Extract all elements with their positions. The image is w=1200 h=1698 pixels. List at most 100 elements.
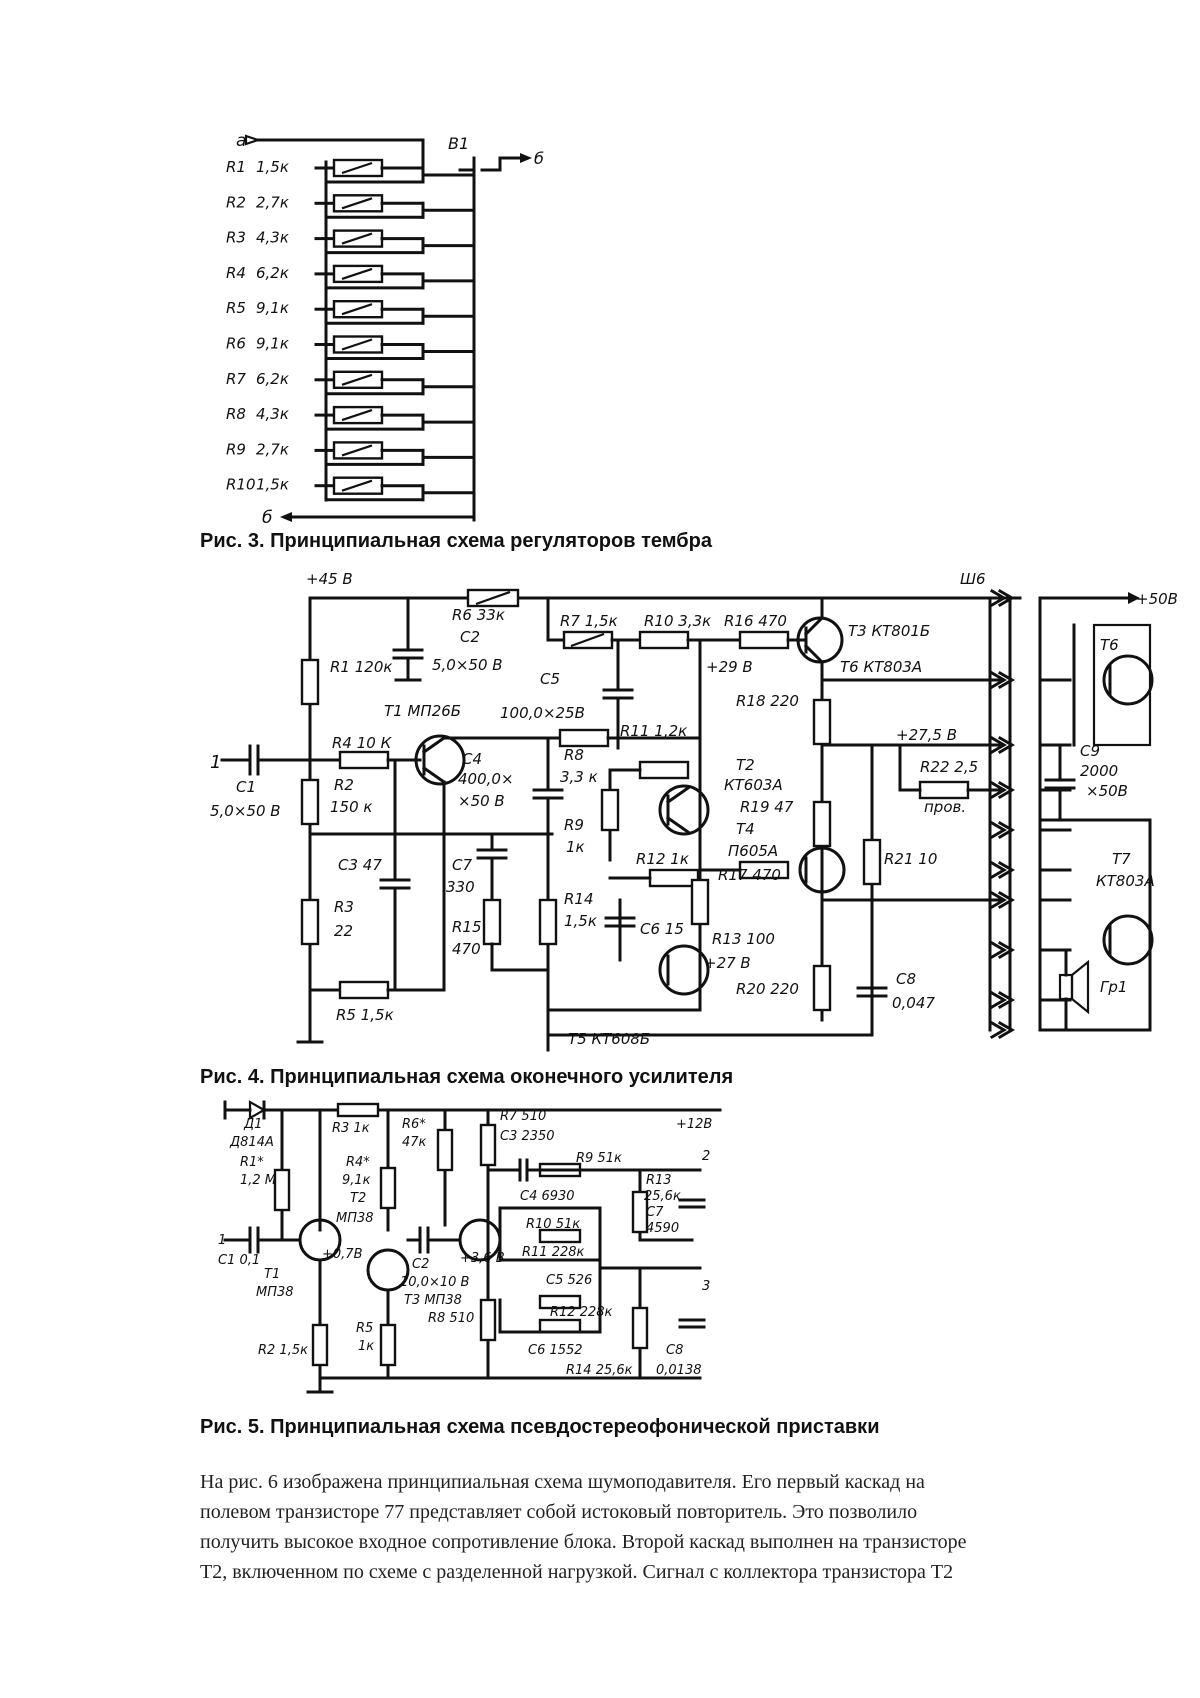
fig5-label-c2a: С2 — [412, 1257, 429, 1272]
fig5-label-t1b: МП38 — [256, 1285, 294, 1300]
resistor-value: 9,1к — [256, 335, 289, 353]
fig5-label-t1a: Т1 — [264, 1267, 280, 1282]
body-paragraph: На рис. 6 изображена принципиальная схем… — [200, 1467, 1110, 1587]
fig4-label-r5: R5 1,5к — [336, 1006, 394, 1024]
fig5-label-out2: 2 — [702, 1149, 710, 1164]
paragraph-line: полевом транзисторе 77 представляет собо… — [200, 1501, 918, 1523]
fig5-label-r4a: R4* — [346, 1155, 370, 1170]
resistor-ref: R3 — [226, 229, 246, 247]
figure-4-power-amplifier-schematic: 1 — [210, 570, 1178, 1052]
fig4-label-t1: Т1 МП26Б — [384, 702, 461, 720]
figure-3-caption: Рис. 3. Принципиальная схема регуляторов… — [200, 530, 712, 552]
fig5-label-c1: С1 0,1 — [218, 1253, 260, 1268]
paragraph-line: На рис. 6 изображена принципиальная схем… — [200, 1471, 925, 1493]
fig5-label-r13a: R13 — [646, 1173, 672, 1188]
fig4-label-r13: R13 100 — [712, 930, 775, 948]
fig4-label-r14a: R14 — [564, 890, 594, 908]
fig5-label-r14: R14 25,6к — [566, 1363, 633, 1378]
fig4-label-c2a: С2 — [460, 628, 480, 646]
fig5-label-d1a: Д1 — [243, 1117, 262, 1132]
connector-pin-icon — [989, 670, 1072, 690]
fig4-label-t6_box: Т6 — [1100, 636, 1119, 654]
fig4-label-r3a: R3 — [334, 898, 354, 916]
fig4-label-v275: +27,5 В — [896, 726, 957, 744]
fig4-label-t2a: Т2 — [736, 756, 755, 774]
fig5-label-c7a: С7 — [646, 1205, 664, 1220]
fig4-label-r8b: 3,3 к — [560, 768, 598, 786]
fig5-label-t3: Т3 МП38 — [404, 1293, 462, 1308]
fig5-label-t2b: МП38 — [336, 1211, 374, 1226]
fig4-label-c4c: ×50 В — [458, 792, 505, 810]
fig3-resistor-row: R4 6,2к — [226, 264, 476, 290]
fig4-label-t7b: КТ803А — [1096, 872, 1155, 890]
fig4-label-r15b: 470 — [452, 940, 481, 958]
figure-5-caption: Рис. 5. Принципиальная схема псевдостере… — [200, 1416, 880, 1438]
resistor-ref: R9 — [226, 440, 246, 458]
resistor-ref: R5 — [226, 299, 246, 317]
resistor-value: 2,7к — [256, 440, 289, 458]
fig5-label-c6: С6 1552 — [528, 1343, 583, 1358]
fig4-label-t7a: Т7 — [1112, 850, 1131, 868]
fig4-label-c9: С9 — [1080, 742, 1100, 760]
fig4-label-r9b: 1к — [566, 838, 585, 856]
fig5-label-c3: С3 2350 — [500, 1129, 555, 1144]
fig3-node-bottom: б — [262, 508, 272, 528]
fig4-label-c7a: С7 — [452, 856, 472, 874]
fig3-resistor-row: R5 9,1к — [226, 299, 476, 325]
fig5-label-r5b: 1к — [358, 1339, 374, 1354]
resistor-ref: R8 — [226, 405, 246, 423]
fig5-label-c7b: 4590 — [646, 1221, 679, 1236]
connector-pin-icon — [989, 820, 1072, 840]
fig5-label-r1a: R1* — [240, 1155, 264, 1170]
fig5-label-c8a: С8 — [666, 1343, 683, 1358]
fig4-label-r1: R1 120к — [330, 658, 392, 676]
fig5-label-c2b: 10,0×10 В — [400, 1275, 470, 1290]
fig4-label-t5: Т5 КТ608Б — [568, 1030, 650, 1048]
fig4-label-r2a: R2 — [334, 776, 354, 794]
fig4-label-t6: Т6 КТ803А — [840, 658, 922, 676]
fig4-label-r3b: 22 — [334, 922, 353, 940]
fig4-label-c4a: С4 — [462, 750, 482, 768]
resistor-ref: R4 — [226, 264, 246, 282]
fig5-label-r10: R10 51к — [526, 1217, 580, 1232]
fig4-label-v27: +27 В — [704, 954, 751, 972]
resistor-value: 6,2к — [256, 370, 289, 388]
fig4-label-r9a: R9 — [564, 816, 584, 834]
fig4-label-r12: R12 1к — [636, 850, 689, 868]
fig4-label-c9v2: ×50В — [1086, 782, 1128, 800]
resistor-value: 2,7к — [256, 193, 289, 211]
fig4-label-supply45: +45 В — [306, 570, 353, 588]
fig4-label-r8a: R8 — [564, 746, 584, 764]
fig4-label-r15a: R15 — [452, 918, 482, 936]
fig4-label-r21: R21 10 — [884, 850, 937, 868]
fig5-label-r9: R9 51к — [576, 1151, 622, 1166]
fig3-node-top: а — [236, 131, 246, 151]
connector-pin-icon — [989, 735, 1072, 755]
fig5-label-r2: R2 1,5к — [258, 1343, 308, 1358]
fig4-label-t2b: КТ603А — [724, 776, 783, 794]
fig5-label-v12: +12В — [676, 1117, 712, 1132]
fig4-label-c5v: 100,0×25В — [500, 704, 585, 722]
connector-pin-icon — [989, 780, 1072, 800]
resistor-value: 4,3к — [256, 229, 289, 247]
fig4-label-r20: R20 220 — [736, 980, 799, 998]
fig4-label-r22b: пров. — [924, 798, 966, 816]
fig4-label-r4: R4 10 К — [332, 734, 393, 752]
fig4-label-v29: +29 В — [706, 658, 753, 676]
resistor-ref: R6 — [226, 335, 246, 353]
fig5-label-r6b: 47к — [402, 1135, 427, 1150]
fig4-label-r22: R22 2,5 — [920, 758, 978, 776]
fig5-label-c8b: 0,0138 — [656, 1363, 702, 1378]
fig5-label-v36: +3,6 В — [460, 1251, 505, 1266]
fig5-label-d1b: Д814А — [229, 1135, 274, 1150]
fig4-label-t4b: П605А — [728, 842, 778, 860]
resistor-value: 9,1к — [256, 299, 289, 317]
fig4-label-r14b: 1,5к — [564, 912, 597, 930]
resistor-value: 1,5к — [256, 476, 289, 494]
resistor-value: 6,2к — [256, 264, 289, 282]
